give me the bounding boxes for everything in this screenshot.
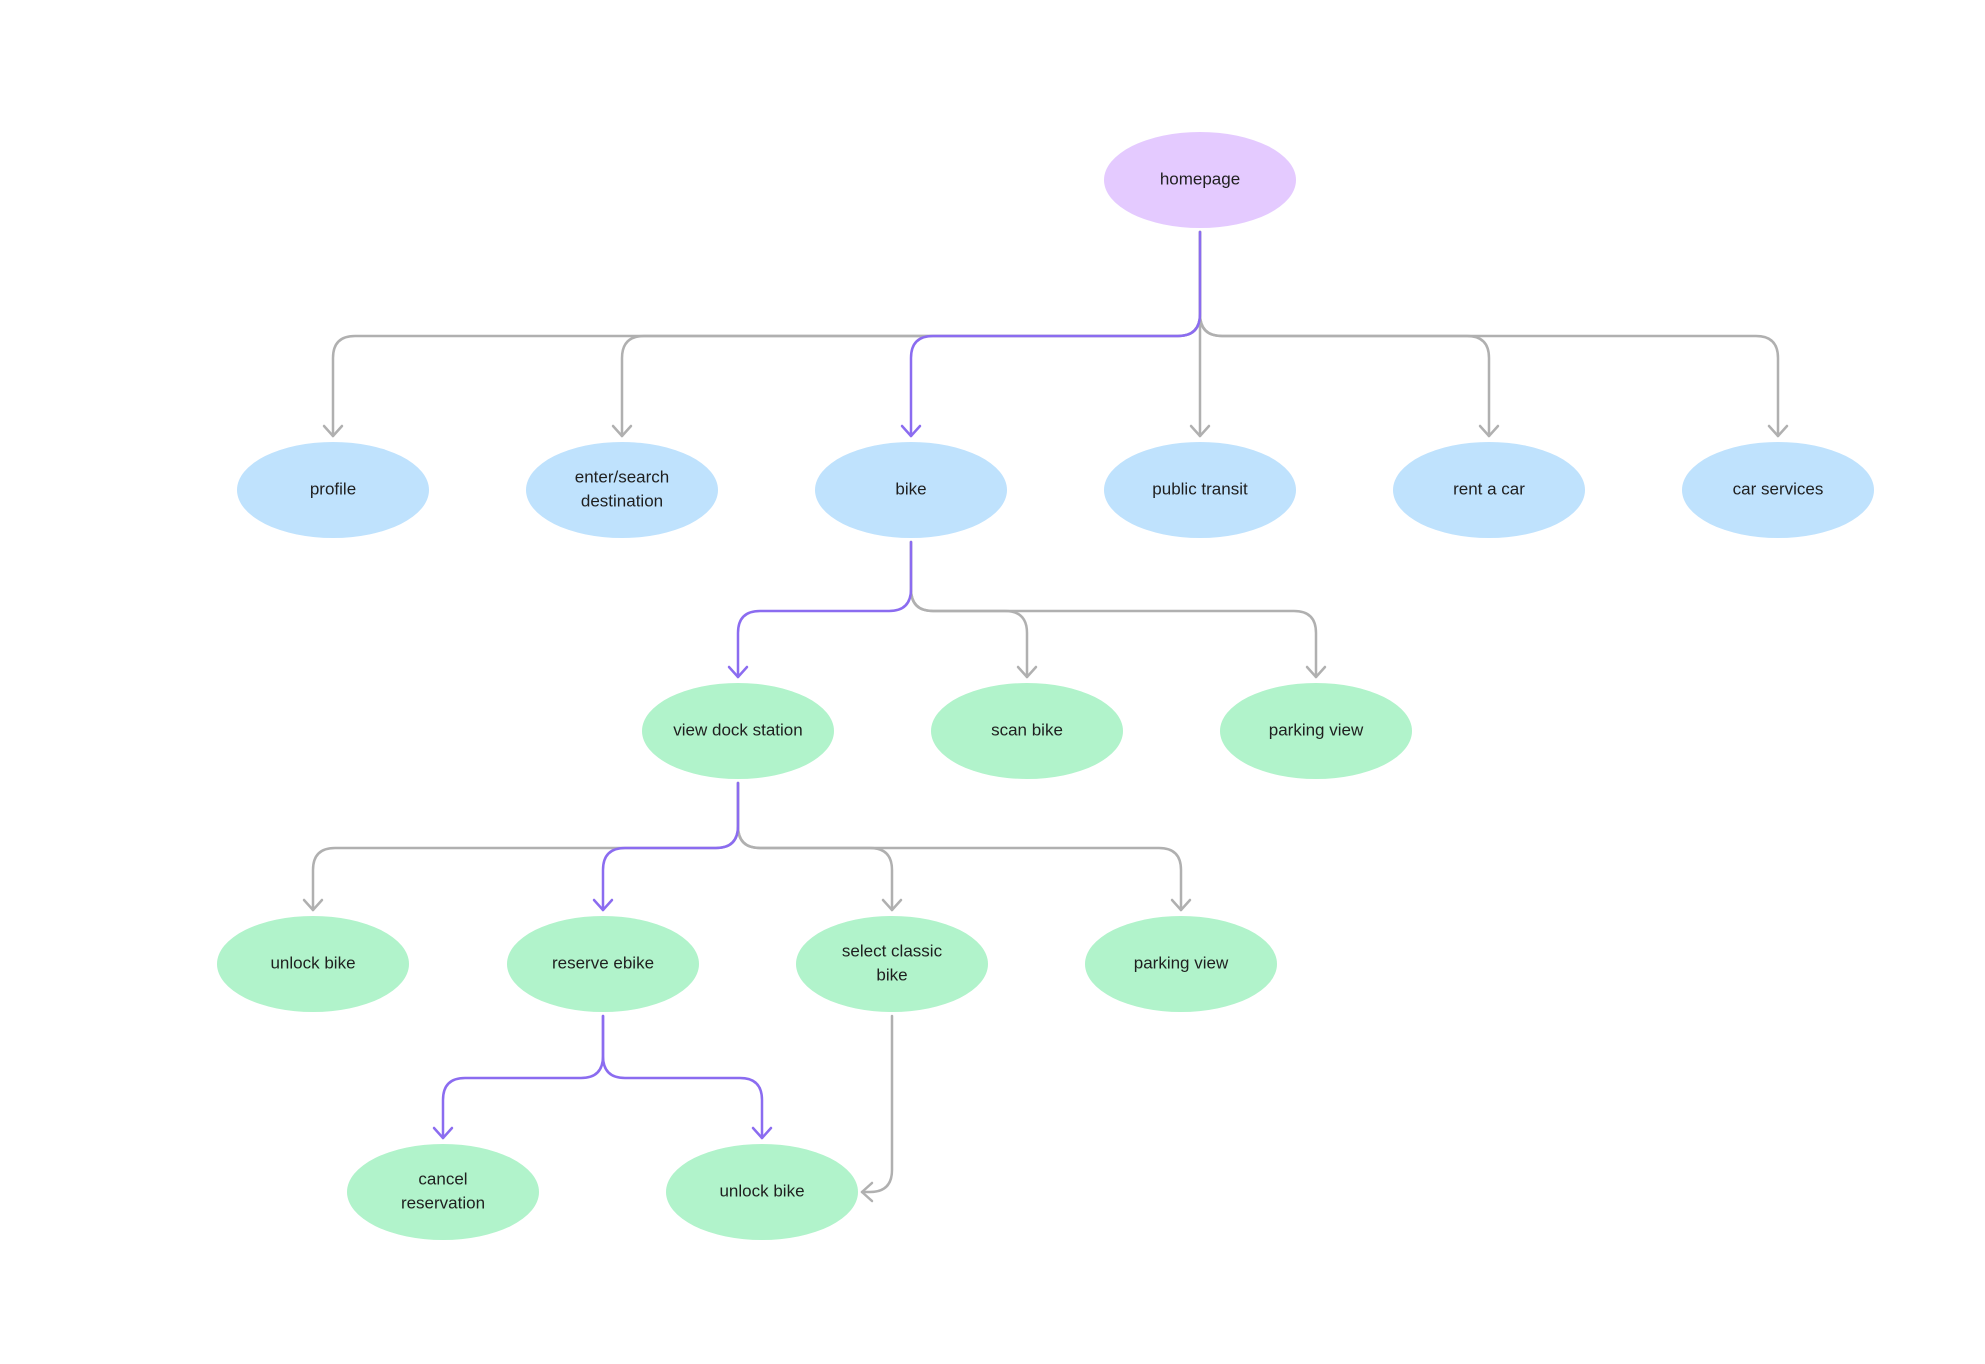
edge-homepage-to-bike-line: [909, 230, 1202, 438]
node-reserve-ebike: reserve ebike: [507, 916, 699, 1012]
edge-homepage-to-enter-search-destination: [611, 230, 1202, 438]
node-scan-bike: scan bike: [931, 683, 1123, 779]
node-cancel-reservation-shape: [347, 1144, 539, 1240]
node-unlock-bike-2-label: unlock bike: [719, 1181, 804, 1200]
node-select-classic-bike: select classic bike: [796, 916, 988, 1012]
edge-homepage-to-rent-a-car-line: [1198, 230, 1491, 438]
edge-bike-to-parking-view-1: [909, 540, 1327, 679]
node-homepage-shape: [1104, 132, 1296, 228]
node-view-dock-station-shape: [642, 683, 834, 779]
edge-homepage-to-public-transit-arrowhead: [1189, 424, 1211, 438]
edge-homepage-to-profile: [322, 230, 1202, 438]
edge-homepage-to-rent-a-car-arrowhead: [1478, 424, 1500, 438]
node-select-classic-bike-shape: [796, 916, 988, 1012]
node-car-services-label: car services: [1733, 479, 1824, 498]
edge-view-dock-station-to-unlock-bike-1-line: [311, 781, 740, 912]
node-public-transit-shape: [1104, 442, 1296, 538]
node-cancel-reservation-label: cancel: [418, 1169, 467, 1188]
edge-view-dock-station-to-parking-view-2-line: [736, 781, 1183, 912]
node-scan-bike-shape: [931, 683, 1123, 779]
edge-reserve-ebike-to-cancel-reservation: [432, 1014, 605, 1140]
edge-bike-to-parking-view-1-line: [909, 540, 1318, 679]
node-unlock-bike-1-shape: [217, 916, 409, 1012]
node-reserve-ebike-shape: [507, 916, 699, 1012]
edge-view-dock-station-to-select-classic-bike-arrowhead: [881, 898, 903, 912]
node-select-classic-bike-label: bike: [876, 965, 907, 984]
node-enter-search-destination-shape: [526, 442, 718, 538]
edge-reserve-ebike-to-unlock-bike-2-arrowhead: [751, 1126, 773, 1140]
edge-homepage-to-bike-arrowhead: [900, 424, 922, 438]
node-scan-bike-label: scan bike: [991, 720, 1063, 739]
node-parking-view-1-label: parking view: [1269, 720, 1364, 739]
node-reserve-ebike-label: reserve ebike: [552, 953, 654, 972]
edge-reserve-ebike-to-unlock-bike-2-line: [601, 1014, 764, 1140]
node-rent-a-car-shape: [1393, 442, 1585, 538]
edge-bike-to-scan-bike-arrowhead: [1016, 665, 1038, 679]
node-unlock-bike-2: unlock bike: [666, 1144, 858, 1240]
node-parking-view-2-shape: [1085, 916, 1277, 1012]
node-rent-a-car-label: rent a car: [1453, 479, 1525, 498]
edge-select-classic-bike-to-unlock-bike-2-arrowhead: [860, 1181, 874, 1203]
node-enter-search-destination-label: enter/search: [575, 467, 670, 486]
node-unlock-bike-1: unlock bike: [217, 916, 409, 1012]
node-public-transit: public transit: [1104, 442, 1296, 538]
edge-view-dock-station-to-parking-view-2-arrowhead: [1170, 898, 1192, 912]
edge-reserve-ebike-to-cancel-reservation-line: [441, 1014, 605, 1140]
edge-homepage-to-profile-arrowhead: [322, 424, 344, 438]
edge-homepage-to-profile-line: [331, 230, 1202, 438]
node-parking-view-1: parking view: [1220, 683, 1412, 779]
edge-homepage-to-bike: [900, 230, 1202, 438]
edge-bike-to-view-dock-station-arrowhead: [727, 665, 749, 679]
node-view-dock-station: view dock station: [642, 683, 834, 779]
node-rent-a-car: rent a car: [1393, 442, 1585, 538]
edge-homepage-to-enter-search-destination-arrowhead: [611, 424, 633, 438]
edge-view-dock-station-to-reserve-ebike-arrowhead: [592, 898, 614, 912]
edge-reserve-ebike-to-cancel-reservation-arrowhead: [432, 1126, 454, 1140]
node-profile-shape: [237, 442, 429, 538]
edge-bike-to-view-dock-station: [727, 540, 913, 679]
node-unlock-bike-1-label: unlock bike: [270, 953, 355, 972]
node-enter-search-destination: enter/search destination: [526, 442, 718, 538]
edge-view-dock-station-to-reserve-ebike: [592, 781, 740, 912]
node-parking-view-1-shape: [1220, 683, 1412, 779]
connector-layer: [302, 230, 1789, 1203]
edge-homepage-to-rent-a-car: [1198, 230, 1500, 438]
edge-bike-to-scan-bike: [909, 540, 1038, 679]
node-profile: profile: [237, 442, 429, 538]
node-cancel-reservation-label: reservation: [401, 1193, 485, 1212]
node-view-dock-station-label: view dock station: [673, 720, 802, 739]
node-enter-search-destination-label: destination: [581, 491, 663, 510]
node-bike-shape: [815, 442, 1007, 538]
edge-view-dock-station-to-reserve-ebike-line: [601, 781, 740, 912]
node-unlock-bike-2-shape: [666, 1144, 858, 1240]
node-layer: homepage profile enter/search destination bi…: [217, 132, 1874, 1240]
edge-view-dock-station-to-select-classic-bike: [736, 781, 903, 912]
node-bike: bike: [815, 442, 1007, 538]
node-select-classic-bike-label: select classic: [842, 941, 943, 960]
node-bike-label: bike: [895, 479, 926, 498]
edge-homepage-to-car-services-arrowhead: [1767, 424, 1789, 438]
node-parking-view-2-label: parking view: [1134, 953, 1229, 972]
edge-homepage-to-car-services: [1198, 230, 1789, 438]
edge-reserve-ebike-to-unlock-bike-2: [601, 1014, 773, 1140]
edge-bike-to-view-dock-station-line: [736, 540, 913, 679]
node-public-transit-label: public transit: [1152, 479, 1248, 498]
edge-bike-to-parking-view-1-arrowhead: [1305, 665, 1327, 679]
edge-view-dock-station-to-select-classic-bike-line: [736, 781, 894, 912]
node-car-services-shape: [1682, 442, 1874, 538]
node-parking-view-2: parking view: [1085, 916, 1277, 1012]
node-cancel-reservation: cancel reservation: [347, 1144, 539, 1240]
edge-view-dock-station-to-parking-view-2: [736, 781, 1192, 912]
edge-homepage-to-car-services-line: [1198, 230, 1780, 438]
edge-view-dock-station-to-unlock-bike-1-arrowhead: [302, 898, 324, 912]
edge-select-classic-bike-to-unlock-bike-2-line: [860, 1014, 894, 1194]
node-homepage-label: homepage: [1160, 169, 1240, 188]
node-profile-label: profile: [310, 479, 356, 498]
edge-view-dock-station-to-unlock-bike-1: [302, 781, 740, 912]
edge-select-classic-bike-to-unlock-bike-2: [860, 1014, 894, 1203]
node-car-services: car services: [1682, 442, 1874, 538]
node-homepage: homepage: [1104, 132, 1296, 228]
